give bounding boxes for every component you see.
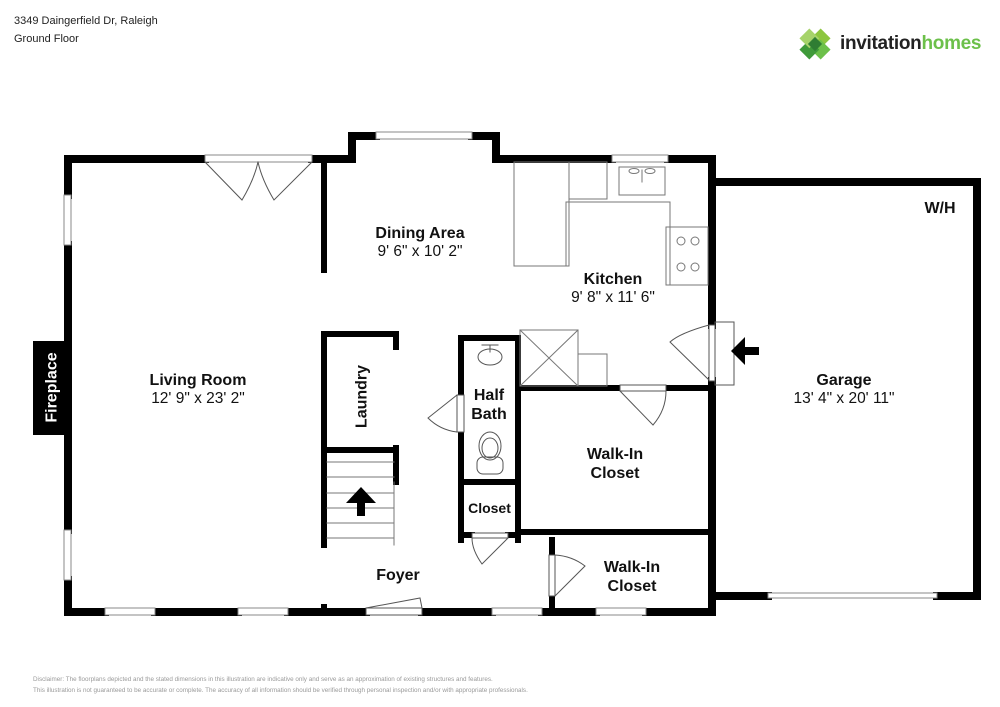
room-walk-in-closet-1: Walk-In Closet (586, 446, 644, 482)
clover-tile-icon (799, 28, 831, 60)
address: 3349 Daingerfield Dr, Raleigh (14, 15, 158, 27)
stairs-up-arrow-icon (346, 487, 376, 516)
room-half-bath: Half Bath (471, 387, 507, 423)
fireplace-label: Fireplace (43, 352, 61, 423)
disclaimer: Disclaimer: The floorplans depicted and … (33, 676, 528, 694)
room-laundry: Laundry (353, 364, 371, 429)
fireplace-box (33, 341, 68, 435)
room-closet: Closet (468, 500, 511, 516)
room-kitchen: Kitchen 9' 8" x 11' 6" (571, 271, 655, 306)
interior-walls (321, 156, 715, 615)
brand-wordmark: invitationhomes (840, 33, 982, 54)
room-foyer: Foyer (376, 567, 420, 584)
room-dining-area: Dining Area 9' 6" x 10' 2" (375, 225, 465, 260)
room-living-room: Living Room 12' 9" x 23' 2" (149, 372, 247, 407)
doors (204, 161, 735, 616)
water-heater-label: W/H (924, 200, 956, 217)
brand-logo: invitationhomes (798, 27, 982, 61)
header: 3349 Daingerfield Dr, Raleigh Ground Flo… (14, 12, 158, 48)
stairs (326, 461, 395, 546)
floor-label: Ground Floor (14, 33, 79, 45)
room-walk-in-closet-2: Walk-In Closet (603, 559, 661, 595)
windows (63, 131, 938, 616)
bath-fixtures (476, 344, 504, 475)
entry-arrow-icon (731, 337, 759, 365)
room-garage: Garage 13' 4" x 20' 11" (793, 372, 895, 407)
kitchen-cabinets (513, 161, 709, 387)
